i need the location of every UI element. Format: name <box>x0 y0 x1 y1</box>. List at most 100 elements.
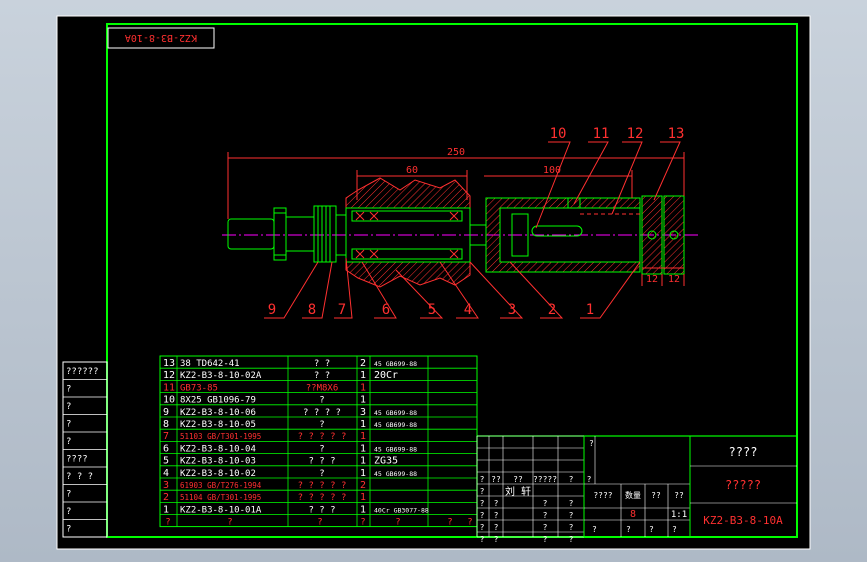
bom-name: ? ? ? ? ? <box>298 493 347 503</box>
end-blocks <box>641 195 685 275</box>
bom-material: 45 GB699-88 <box>374 409 417 417</box>
title-col-mark: ? <box>569 475 574 484</box>
callout-3: 3 <box>508 302 516 318</box>
left-strip-cell: ? <box>66 525 71 535</box>
bom-no: 5 <box>163 456 169 467</box>
title-mark: ? <box>589 439 594 448</box>
title-name-red: ????? <box>725 478 761 492</box>
scale-label: ???? <box>593 491 612 500</box>
bom-code: 8X25 GB1096-79 <box>180 396 256 406</box>
bom-qty: 1 <box>360 370 366 381</box>
bom-material: 45 GB699-88 <box>374 421 417 429</box>
bom-footer-cell: ? <box>467 518 472 528</box>
bom-qty: 2 <box>360 480 366 491</box>
qty-label: 数量 <box>625 490 641 500</box>
designer-prefix: ? <box>480 487 485 496</box>
title-grid-mark: ? <box>480 499 485 508</box>
bom-name: ? ? ? <box>308 505 335 515</box>
mass-label: ?? <box>651 491 661 500</box>
housing-section <box>345 177 486 288</box>
title-col-mark: ? <box>587 475 592 484</box>
dim-100: 100 <box>543 165 561 176</box>
title-grid-mark: ? <box>543 535 548 544</box>
bom-name: ? <box>319 420 324 430</box>
scale-q: ?? <box>674 491 684 500</box>
bom-no: 11 <box>163 382 175 393</box>
title-grid-mark: ? <box>626 525 631 534</box>
bom-no: 9 <box>163 407 169 418</box>
bom-name: ? ? ? ? ? <box>298 481 347 491</box>
dimensions <box>227 152 685 286</box>
bom-code: GB73-85 <box>180 383 218 393</box>
bom-code: KZ2-B3-8-10-03 <box>180 457 256 467</box>
left-strip-table: ??????????????? ? ???? <box>62 361 108 538</box>
bom-footer-cell: ? <box>227 518 232 528</box>
title-stamp-text: KZ2-B3-8-10A <box>125 32 197 43</box>
left-strip-cell: ? <box>66 420 71 430</box>
drawing-sheet <box>56 15 811 550</box>
bom-code: KZ2-B3-8-10-02 <box>180 469 256 479</box>
title-grid-mark: ? <box>494 499 499 508</box>
bom-code: KZ2-B3-8-10-05 <box>180 420 256 430</box>
bom-name: ? <box>319 469 324 479</box>
bom-code: 61903 GB/T276-1994 <box>180 481 262 490</box>
bom-material: ZG35 <box>374 456 398 467</box>
bom-no: 3 <box>163 480 169 491</box>
bom-qty: 1 <box>360 395 366 406</box>
bom-name: ? <box>319 396 324 406</box>
bom-footer-cell: ? <box>447 518 452 528</box>
title-grid-mark: ? <box>569 511 574 520</box>
title-stamp: KZ2-B3-8-10A <box>107 27 215 49</box>
callout-12: 12 <box>627 126 644 142</box>
bom-no: 6 <box>163 443 169 454</box>
callouts-top <box>535 141 681 229</box>
title-grid-mark: ? <box>569 523 574 532</box>
title-grid-mark: ? <box>569 499 574 508</box>
callout-2: 2 <box>548 302 556 318</box>
callouts-bottom <box>264 257 641 319</box>
callout-9: 9 <box>268 302 276 318</box>
bom-name: ? ? <box>314 359 330 369</box>
title-grid-mark: ? <box>480 535 485 544</box>
bom-qty: 3 <box>360 407 366 418</box>
callout-4: 4 <box>464 302 472 318</box>
bom-name: ? ? ? ? ? <box>298 432 347 442</box>
left-strip-cell: ???? <box>66 455 88 465</box>
title-grid-mark: ? <box>480 523 485 532</box>
bom-qty: 1 <box>360 456 366 467</box>
bom-no: 7 <box>163 431 169 442</box>
bom-no: 12 <box>163 370 175 381</box>
left-strip-cell: ? <box>66 507 71 517</box>
bom-code: KZ2-B3-8-10-04 <box>180 444 256 454</box>
bom-name: ? ? <box>314 371 330 381</box>
bom-no: 4 <box>163 468 169 479</box>
title-grid-mark: ? <box>543 511 548 520</box>
title-grid-mark: ? <box>649 525 654 534</box>
title-col-mark: ?? <box>491 475 501 484</box>
bom-footer-cell: ? <box>317 518 322 528</box>
left-strip-cell: ? ? ? <box>66 472 93 482</box>
bom-qty: 1 <box>360 468 366 479</box>
callout-10: 10 <box>550 126 567 142</box>
bom-qty: 1 <box>360 431 366 442</box>
left-strip-cell: ? <box>66 385 71 395</box>
callout-7: 7 <box>338 302 346 318</box>
scale-value: 1:1 <box>671 510 687 520</box>
bom-name: ? ? ? ? <box>303 408 341 418</box>
bom-material: 45 GB699-88 <box>374 470 417 478</box>
drawing-number: KZ2-B3-8-10A <box>703 514 783 527</box>
left-strip-cell: ?????? <box>66 367 99 377</box>
sleeve-section <box>485 197 641 273</box>
title-grid-mark: ? <box>494 523 499 532</box>
bom-footer-cell: ? <box>360 518 365 528</box>
callout-8: 8 <box>308 302 316 318</box>
title-grid-mark: ? <box>592 525 597 534</box>
bom-code: KZ2-B3-8-10-02A <box>180 371 262 381</box>
bom-qty: 1 <box>360 492 366 503</box>
title-col-mark: ? <box>480 475 485 484</box>
bom-no: 8 <box>163 419 169 430</box>
